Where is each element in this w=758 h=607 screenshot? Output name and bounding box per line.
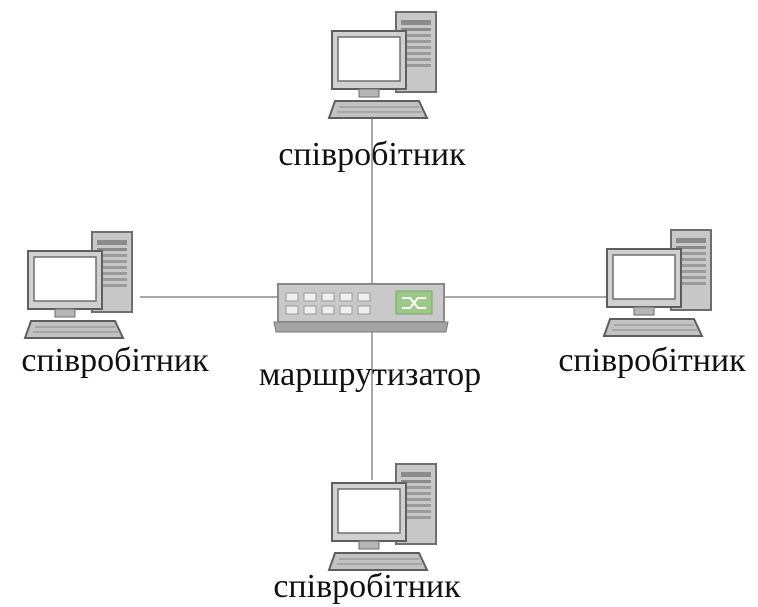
node-label-right: співробітник bbox=[558, 342, 746, 379]
computer-icon-top bbox=[328, 11, 437, 119]
router-icon bbox=[273, 283, 449, 333]
node-label-left: співробітник bbox=[21, 342, 209, 379]
connection-lines bbox=[140, 108, 612, 480]
router-label: маршрутизатор bbox=[259, 356, 481, 393]
computer-icon-bottom bbox=[328, 463, 437, 571]
node-label-bottom: співробітник bbox=[273, 568, 461, 605]
computer-icon-left bbox=[24, 231, 133, 339]
computer-icon-right bbox=[603, 229, 712, 337]
node-label-top: співробітник bbox=[278, 136, 466, 173]
